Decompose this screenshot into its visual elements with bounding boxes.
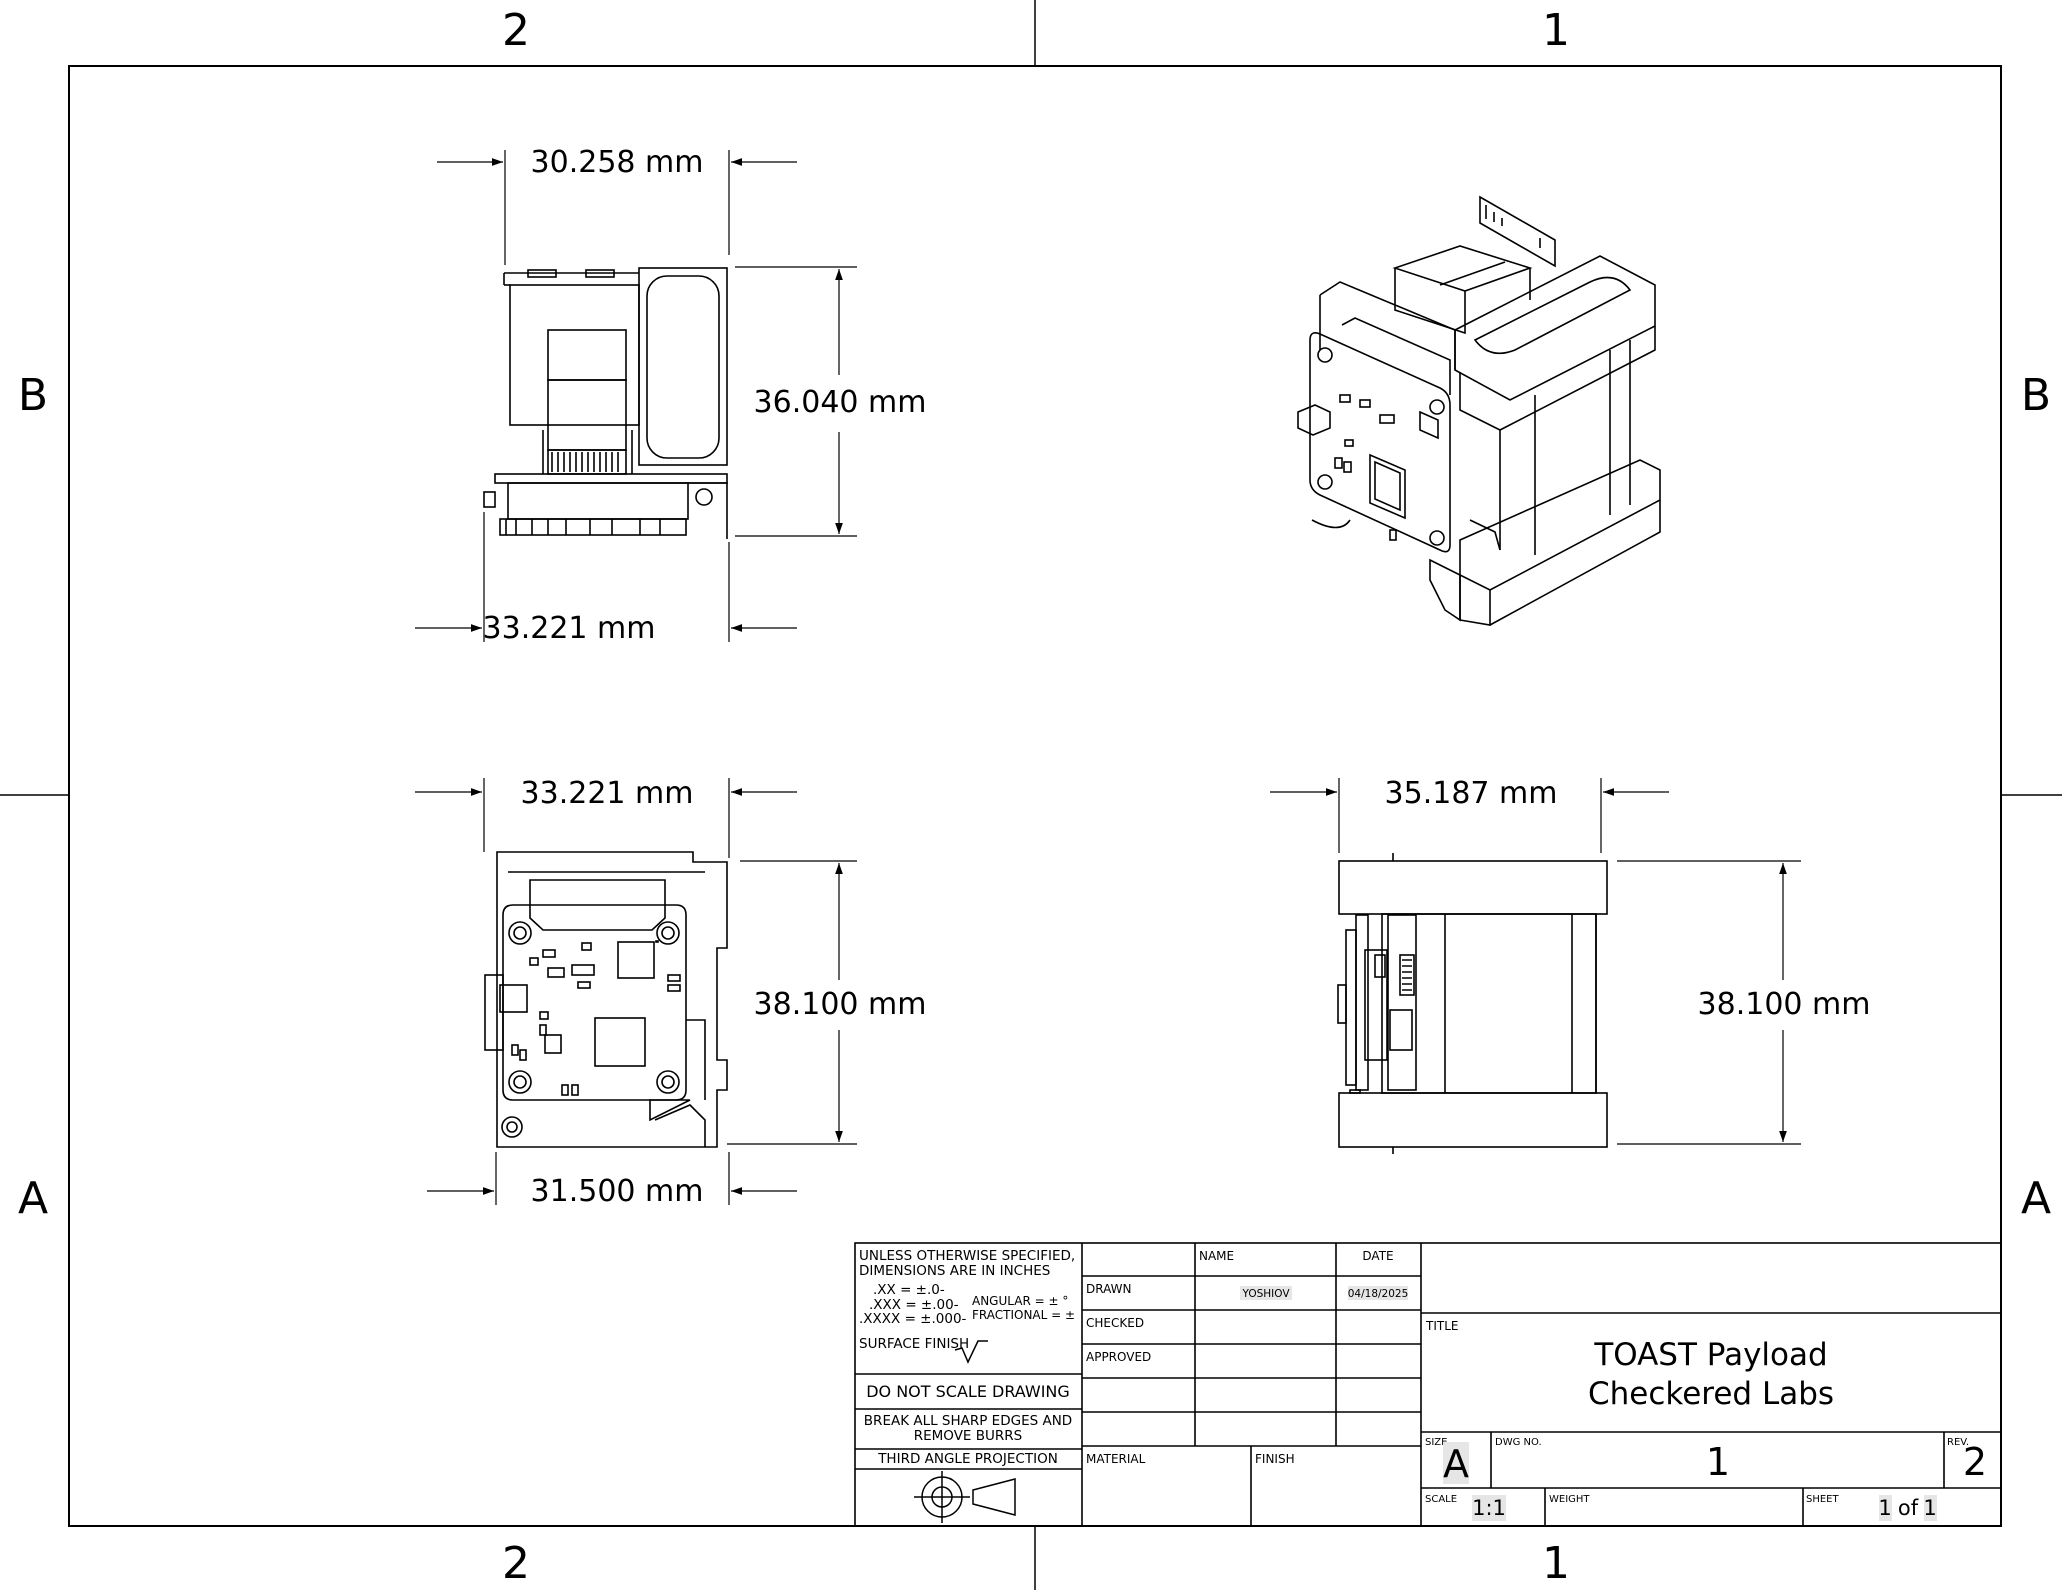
dim-width-31500: 31.500 mm	[531, 1174, 704, 1209]
row-drawn: DRAWN	[1086, 1282, 1132, 1296]
view-side	[1337, 853, 1608, 1154]
sheet-number: 1	[1878, 1496, 1891, 1520]
projection-label: THIRD ANGLE PROJECTION	[877, 1451, 1058, 1467]
drawn-name: YOSHIOV	[1241, 1288, 1290, 1300]
tol-xxxx: .XXXX = ±.000-	[859, 1311, 967, 1327]
drawn-date: 04/18/2025	[1348, 1288, 1409, 1300]
dim-width-35187: 35.187 mm	[1385, 776, 1558, 811]
dims-front	[415, 778, 857, 1205]
dwg-no-value: 1	[1706, 1440, 1730, 1484]
zone-bottom-1: 1	[1542, 1538, 1570, 1589]
tol-xx: .XX = ±.0-	[873, 1282, 945, 1298]
dim-width-33221-upper: 33.221 mm	[521, 776, 694, 811]
sheet-total: 1	[1923, 1496, 1936, 1520]
third-angle-projection-icon	[914, 1471, 1016, 1523]
dims-top-left	[415, 150, 857, 642]
tol-fractional: FRACTIONAL = ±	[972, 1308, 1075, 1322]
scale-value: 1:1	[1472, 1496, 1506, 1520]
zone-bottom-2: 2	[502, 1538, 530, 1589]
dim-height-38100-front: 38.100 mm	[754, 987, 927, 1022]
break-edges-line2: REMOVE BURRS	[914, 1428, 1022, 1444]
scale-label: SCALE	[1425, 1494, 1457, 1505]
drawing-title-line1: TOAST Payload	[1593, 1337, 1827, 1373]
surface-finish-icon	[954, 1340, 988, 1364]
sheet-label: SHEET	[1806, 1494, 1840, 1505]
view-top-left	[483, 267, 728, 539]
title-label: TITLE	[1425, 1319, 1458, 1333]
size-value: A	[1443, 1442, 1469, 1486]
row-approved: APPROVED	[1086, 1350, 1151, 1364]
zone-top-2: 2	[502, 5, 530, 56]
dwg-no-label: DWG NO.	[1495, 1437, 1542, 1448]
dim-width-33221-lower: 33.221 mm	[483, 611, 656, 646]
tol-angular: ANGULAR = ± °	[972, 1294, 1068, 1308]
tol-xxx: .XXX = ±.00-	[869, 1297, 959, 1313]
zone-top-1: 1	[1542, 5, 1570, 56]
view-isometric	[1297, 195, 1661, 626]
size-label: SIZE	[1425, 1437, 1447, 1448]
view-front	[484, 851, 728, 1148]
surface-finish-label: SURFACE FINISH	[859, 1336, 969, 1352]
tol-line2: DIMENSIONS ARE IN INCHES	[859, 1263, 1050, 1279]
rev-value: 2	[1963, 1440, 1987, 1484]
tol-line1: UNLESS OTHERWISE SPECIFIED,	[859, 1248, 1075, 1264]
finish-label: FINISH	[1255, 1452, 1295, 1466]
rev-label: REV.	[1947, 1437, 1969, 1448]
weight-label: WEIGHT	[1549, 1494, 1590, 1505]
title-block-grid	[854, 1242, 2002, 1527]
dim-height-38100-side: 38.100 mm	[1698, 987, 1871, 1022]
zone-right-a: A	[2021, 1173, 2051, 1224]
header-name: NAME	[1199, 1249, 1234, 1263]
header-date: DATE	[1362, 1249, 1393, 1263]
sheet-of: of	[1898, 1496, 1919, 1520]
dim-width-30258: 30.258 mm	[531, 145, 704, 180]
row-checked: CHECKED	[1086, 1316, 1144, 1330]
do-not-scale-note: DO NOT SCALE DRAWING	[866, 1382, 1070, 1401]
dims-side	[1270, 778, 1801, 1145]
zone-right-b: B	[2021, 370, 2051, 421]
zone-left-a: A	[18, 1173, 48, 1224]
zone-left-b: B	[18, 370, 48, 421]
dim-height-36040: 36.040 mm	[754, 385, 927, 420]
material-label: MATERIAL	[1086, 1452, 1146, 1466]
break-edges-line1: BREAK ALL SHARP EDGES AND	[864, 1413, 1072, 1429]
drawing-title-line2: Checkered Labs	[1588, 1376, 1834, 1412]
